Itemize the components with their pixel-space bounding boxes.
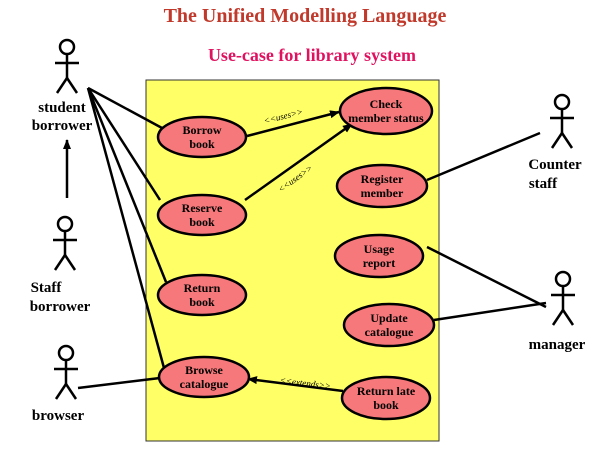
use-case-label: Check <box>370 97 403 111</box>
assoc-counter-register <box>426 131 541 182</box>
actor-browser <box>54 344 78 400</box>
actor-label: Staff <box>31 280 63 296</box>
assoc-student-browse <box>86 87 166 369</box>
use-case-label: Update <box>370 311 408 325</box>
use-case-label: book <box>373 398 399 412</box>
use-case-label: report <box>363 256 395 270</box>
actor-student-borrower <box>55 38 79 94</box>
use-case-label: Reserve <box>182 201 223 215</box>
uses-arrow-borrow-check <box>246 110 340 138</box>
use-case-browse-catalogue: Browse catalogue <box>157 355 251 399</box>
actor-label: manager <box>529 337 586 353</box>
actor-label: Counter <box>528 157 582 173</box>
stick-figure-icon <box>53 215 77 271</box>
use-case-register-member: Register member <box>335 163 429 209</box>
actor-label: browser <box>32 408 85 424</box>
assoc-student-reserve <box>86 87 162 201</box>
actor-label: staff <box>529 176 558 192</box>
uses-arrow-reserve-check <box>244 122 353 202</box>
use-case-label: Browse <box>185 363 223 377</box>
actor-label: borrower <box>30 299 91 315</box>
assoc-manager-usage <box>426 245 547 309</box>
associations <box>77 86 547 390</box>
use-case-borrow-book: Borrow book <box>156 115 248 159</box>
stick-figure-icon <box>54 344 78 400</box>
stick-figure-icon <box>551 270 575 326</box>
actor-label: borrower <box>32 118 93 134</box>
use-case-label: member status <box>348 111 424 125</box>
use-case-label: Return late <box>357 384 416 398</box>
assoc-manager-update <box>433 301 547 322</box>
extends-arrow <box>247 376 344 393</box>
use-case-usage-report: Usage report <box>333 233 425 279</box>
page-title: The Unified Modelling Language <box>164 5 447 27</box>
use-case-return-book: Return book <box>156 273 248 317</box>
use-case-label: catalogue <box>180 377 229 391</box>
actor-label: student <box>38 100 86 116</box>
assoc-student-borrow <box>87 86 163 130</box>
page-subtitle: Use-case for library system <box>208 45 416 65</box>
use-case-label: catalogue <box>365 325 414 339</box>
actor-counter-staff <box>550 93 574 149</box>
use-case-label: book <box>189 215 215 229</box>
use-case-reserve-book: Reserve book <box>156 193 248 237</box>
use-case-label: Usage <box>364 242 395 256</box>
use-case-label: book <box>189 137 215 151</box>
use-case-label: Return <box>184 281 221 295</box>
actor-staff-borrower <box>53 215 77 271</box>
use-case-label: book <box>189 295 215 309</box>
use-case-label: member <box>361 186 404 200</box>
stick-figure-icon <box>550 93 574 149</box>
use-case-check-status: Check member status <box>338 86 434 136</box>
use-case-return-late-book: Return late book <box>340 375 432 421</box>
use-case-label: Borrow <box>182 123 221 137</box>
assoc-browser-browse <box>77 376 161 390</box>
actor-manager <box>551 270 575 326</box>
use-case-update-catalogue: Update catalogue <box>342 302 436 348</box>
stick-figure-icon <box>55 38 79 94</box>
assoc-student-return <box>86 87 168 283</box>
use-case-label: Register <box>361 172 404 186</box>
